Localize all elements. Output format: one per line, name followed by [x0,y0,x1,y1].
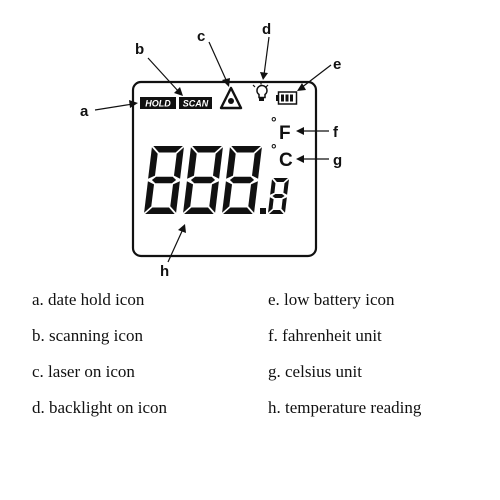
callout-a: a [80,103,89,120]
celsius-label: C [279,150,293,171]
leader-b [147,57,180,93]
segment-c [248,181,258,213]
segment-e [268,197,274,213]
battery-icon [276,91,298,105]
segment-d [145,207,175,214]
legend-item-b: b. scanning icon [32,326,143,345]
segment-d [269,210,284,214]
leader-c [208,41,228,83]
segment-a [192,146,222,153]
callout-b: b [135,41,144,58]
callout-e: e [333,56,341,73]
scan-icon: SCAN [179,97,212,109]
segment-g [272,194,285,198]
legend-item-c: c. laser on icon [32,362,135,381]
fahrenheit-degree: ° [271,114,277,130]
segment-c [281,197,287,213]
segment-a [153,146,183,153]
celsius-degree: ° [271,141,277,157]
segment-g [229,176,255,184]
segment-f [270,179,276,195]
segment-a [273,178,288,182]
leader-h [167,228,184,263]
reading-digit-2 [222,146,262,214]
segment-e [183,181,193,213]
segment-b [252,147,262,179]
legend-item-h: h. temperature reading [268,398,422,417]
arrowhead-g [296,155,304,163]
reading-decimal-point [260,208,266,214]
backlight-icon [252,82,269,101]
hold-badge-label: HOLD [145,99,171,109]
legend-item-g: g. celsius unit [268,362,362,381]
legend-item-e: e. low battery icon [268,290,395,309]
segment-c [209,181,219,213]
leader-e [300,64,332,89]
temperature-reading [144,146,289,214]
segment-a [231,146,261,153]
scan-badge-label: SCAN [183,99,209,109]
segment-e [144,181,154,213]
segment-b [213,147,223,179]
arrowhead-h [178,224,186,233]
legend-item-d: d. backlight on icon [32,398,168,417]
segment-g [151,176,177,184]
callout-c: c [197,28,205,45]
leader-d [263,36,270,76]
fahrenheit-label: F [279,123,291,144]
callout-g: g [333,152,342,169]
arrowhead-a [129,100,138,108]
laser-icon [219,86,243,110]
callout-d: d [262,21,271,38]
segment-e [222,181,232,213]
leader-lines [94,36,332,263]
reading-digit-0 [144,146,184,214]
segment-g [190,176,216,184]
segment-f [226,147,236,179]
segment-f [187,147,197,179]
segment-b [174,147,184,179]
legend-item-a: a. date hold icon [32,290,145,309]
segment-d [184,207,214,214]
arrowhead-e [297,83,306,91]
reading-digit-1 [183,146,223,214]
reading-digit-3 [268,178,289,214]
arrowhead-d [260,72,268,80]
hold-icon: HOLD [140,97,176,109]
celsius-unit: ° C [271,141,293,171]
segment-b [283,179,289,195]
fahrenheit-unit: ° F [271,114,291,144]
arrowhead-c [222,78,230,87]
legend-item-f: f. fahrenheit unit [268,326,382,345]
arrowhead-f [296,127,304,135]
leader-a [94,103,134,111]
segment-c [170,181,180,213]
callout-f: f [333,124,339,141]
callout-h: h [160,263,169,280]
arrowhead-b [174,87,183,96]
segment-f [148,147,158,179]
segment-d [223,207,253,214]
